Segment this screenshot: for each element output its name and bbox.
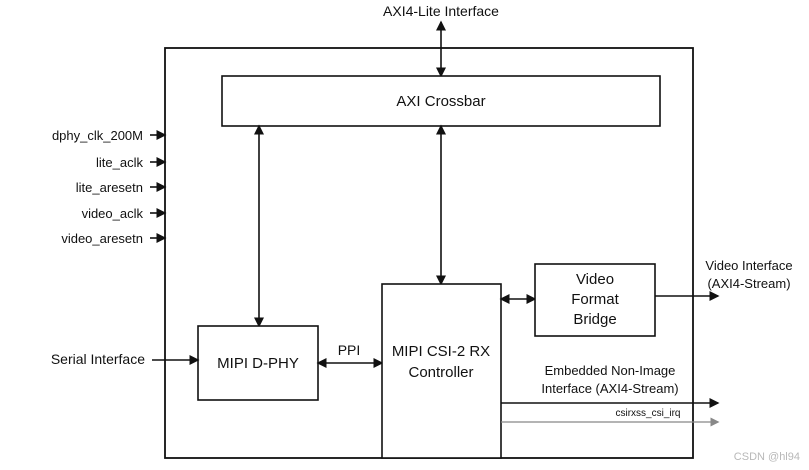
- axi-crossbar-label: AXI Crossbar: [396, 93, 485, 110]
- input-signals: dphy_clk_200M lite_aclk lite_aresetn vid…: [52, 128, 167, 246]
- csi2-rx-controller-block: [381, 283, 502, 459]
- irq-label: csirxss_csi_irq: [615, 408, 680, 419]
- ppi-label: PPI: [338, 342, 361, 358]
- csi2-rx-label-line1: MIPI CSI-2 RX: [392, 343, 490, 360]
- input-label-lite-aresetn: lite_aresetn: [76, 180, 143, 195]
- input-label-dphy-clk: dphy_clk_200M: [52, 128, 143, 143]
- axi4-lite-interface-label: AXI4-Lite Interface: [383, 3, 499, 19]
- video-interface-label-line1: Video Interface: [705, 258, 792, 273]
- video-interface-label-line2: (AXI4-Stream): [707, 276, 790, 291]
- embedded-interface-label-line1: Embedded Non-Image: [545, 363, 676, 378]
- watermark-text: CSDN @hl94: [734, 451, 800, 463]
- embedded-interface-label-line2: Interface (AXI4-Stream): [541, 381, 678, 396]
- serial-interface-label: Serial Interface: [51, 351, 145, 367]
- vfb-label-line2: Format: [571, 291, 619, 308]
- axi-crossbar-block: [221, 75, 661, 127]
- input-label-video-aresetn: video_aresetn: [61, 231, 143, 246]
- vfb-label-line3: Bridge: [573, 311, 616, 328]
- input-label-lite-aclk: lite_aclk: [96, 155, 143, 170]
- csi2-rx-label-line2: Controller: [408, 364, 473, 381]
- mipi-dphy-label: MIPI D-PHY: [217, 355, 299, 372]
- input-label-video-aclk: video_aclk: [82, 206, 144, 221]
- video-format-bridge-block: [534, 263, 656, 337]
- vfb-label-line1: Video: [576, 271, 614, 288]
